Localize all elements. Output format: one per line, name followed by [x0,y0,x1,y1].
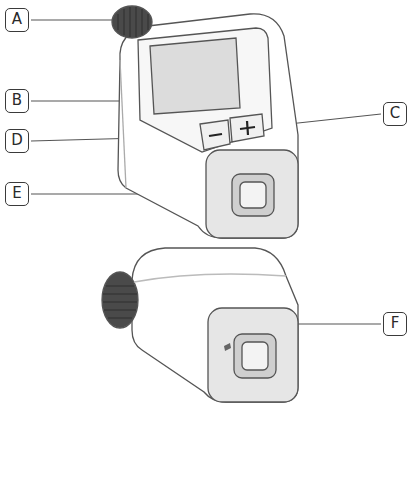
front-face [206,150,298,238]
front-button-top [242,342,268,370]
callout-letter: F [383,312,407,336]
housing [132,248,298,402]
callout-letter: C [383,102,407,126]
display [150,38,240,114]
callout-letter: B [5,89,29,113]
nut-ribs [103,286,137,318]
thermostat-top-view [112,6,298,238]
minus-button [200,120,230,150]
housing-edge [120,60,126,188]
thermostat-side-view [102,248,298,402]
front-button [232,174,274,216]
callout-letter: E [5,182,29,206]
housing-edge [134,274,286,282]
callout-letter: A [5,8,29,32]
plus-symbol [247,121,248,135]
minus-symbol [209,134,222,136]
plus-button [230,114,264,142]
callout-letter: D [5,129,29,153]
housing [118,14,298,238]
front-button-top [240,182,266,208]
front-button [234,334,276,378]
front-face [208,308,298,402]
control-panel [138,28,272,152]
coupling-nut [102,272,138,328]
coupling-nut [112,6,152,38]
leader-line [31,19,122,20]
lock-icon [224,343,231,351]
nut-ribs [118,7,148,37]
